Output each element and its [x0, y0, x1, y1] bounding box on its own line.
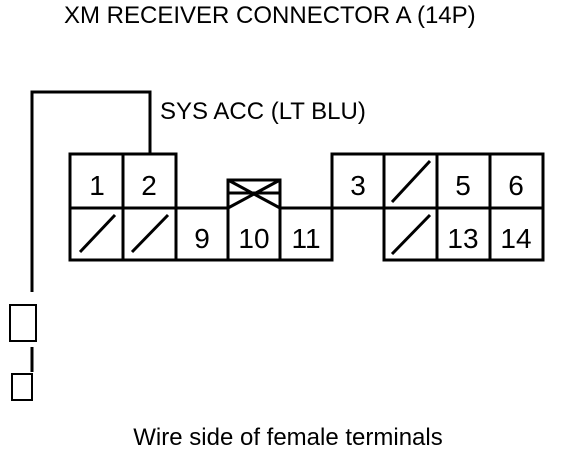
terminal-2: 2: [141, 170, 157, 201]
fuse-body: [9, 304, 37, 342]
ground-block: [11, 373, 33, 401]
terminal-9: 9: [194, 223, 210, 254]
terminal-14: 14: [500, 223, 531, 254]
unused-terminal-8: [130, 213, 170, 254]
terminal-3: 3: [350, 170, 366, 201]
terminal-5: 5: [455, 170, 471, 201]
terminal-10: 10: [238, 223, 269, 254]
diagram-title: XM RECEIVER CONNECTOR A (14P): [64, 2, 476, 29]
unused-terminal-7: [78, 213, 117, 254]
unused-terminal-12: [390, 213, 432, 256]
terminal-6: 6: [508, 170, 524, 201]
terminal-11: 11: [291, 223, 320, 254]
terminal-13: 13: [447, 223, 478, 254]
wire-lead: [30, 90, 152, 292]
unused-terminal-4: [390, 159, 432, 204]
wire-label: SYS ACC (LT BLU): [160, 98, 366, 125]
terminal-1: 1: [89, 170, 105, 201]
diagram-caption: Wire side of female terminals: [133, 424, 443, 451]
